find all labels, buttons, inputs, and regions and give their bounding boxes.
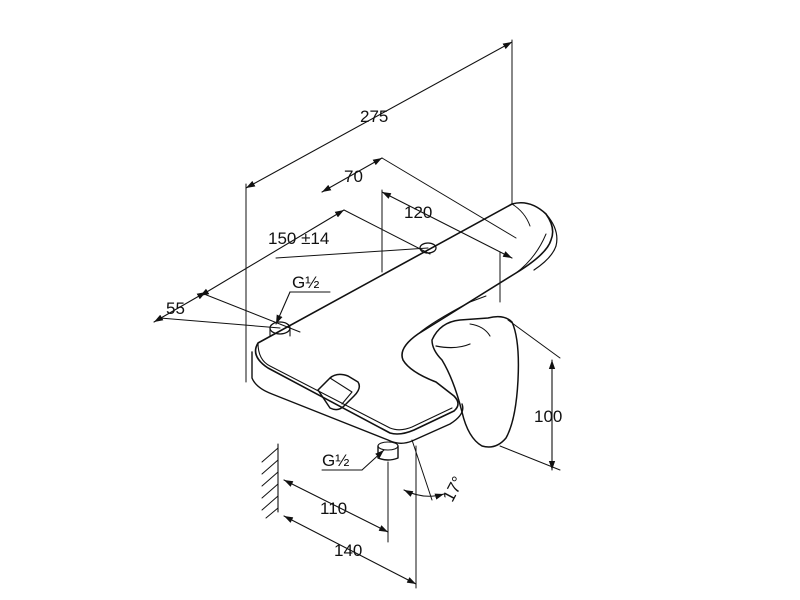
dim-inlet-spacing: 150 ±14 (268, 229, 329, 248)
dim-overall-length: 275 (360, 107, 388, 126)
dimension-lines (153, 41, 556, 585)
dim-outlet-offset: 110 (320, 499, 347, 518)
dim-height: 100 (534, 407, 562, 426)
wall-hatch (261, 443, 279, 519)
dim-spout-angle: 17° (439, 473, 468, 505)
thread-outlet-label: G½ (322, 451, 349, 470)
dim-outlet-projection: 140 (334, 541, 362, 560)
mixing-lever (431, 315, 520, 448)
thread-inlet-label: G½ (292, 273, 319, 292)
outlet-connector (377, 441, 399, 461)
dim-inlet-offset: 55 (166, 299, 185, 318)
thread-leaders (275, 291, 385, 471)
dim-inlet-to-spout: 70 (344, 167, 363, 186)
diverter-button (317, 373, 361, 411)
dim-body-depth: 120 (404, 203, 432, 222)
faucet-body (251, 201, 558, 444)
